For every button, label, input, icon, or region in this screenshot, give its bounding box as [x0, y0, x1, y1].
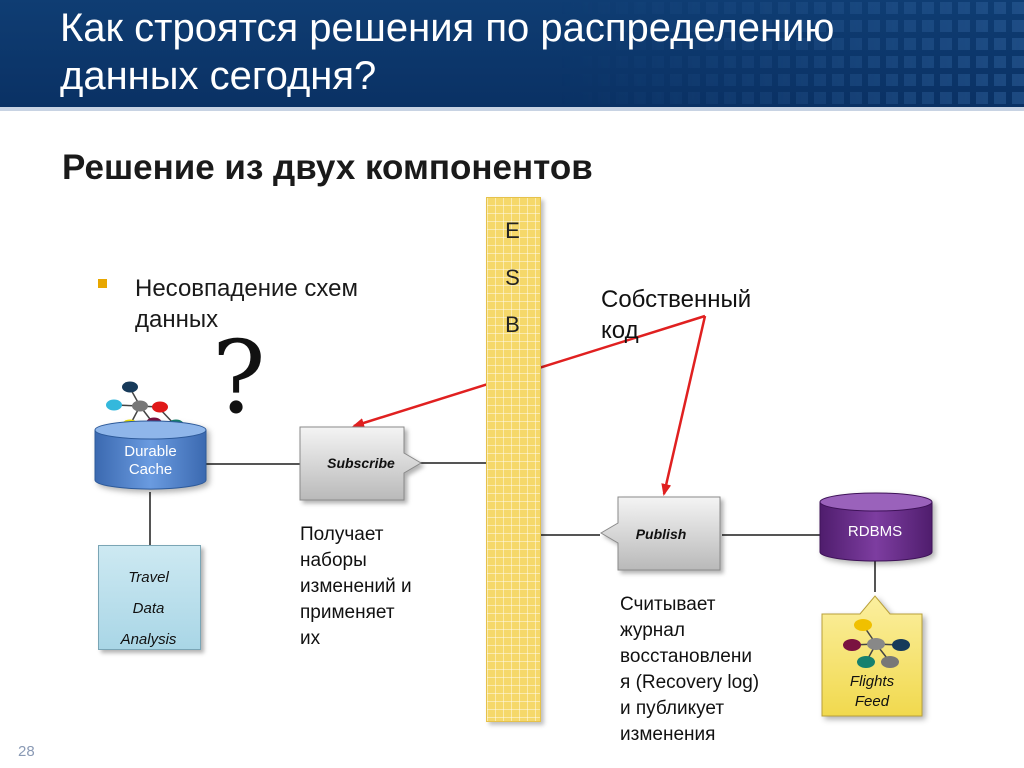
- publish-desc-line-6: изменения: [620, 724, 716, 745]
- title-bar: Как строятся решения по распределению да…: [0, 0, 1024, 107]
- bullet-marker: [98, 279, 107, 288]
- travel-line-1: Travel: [128, 569, 169, 586]
- custom-code-line-1: Собственный: [601, 286, 752, 313]
- flights-feed-box: [821, 595, 923, 717]
- rdbms-cylinder: [819, 492, 933, 562]
- publish-description: Считывает журнал восстановлени я (Recove…: [620, 592, 800, 748]
- travel-data-analysis-label: Travel Data Analysis: [98, 562, 199, 655]
- subscribe-label: Subscribe: [327, 455, 395, 471]
- rdbms-label: RDBMS: [847, 523, 903, 540]
- publish-desc-line-3: восстановлени: [620, 646, 752, 667]
- subscribe-desc-line-3: изменений и: [300, 576, 412, 597]
- durable-cache-cylinder: [94, 420, 207, 490]
- subscribe-desc-line-5: их: [300, 628, 321, 649]
- bullet-text: Несовпадение схем данных: [135, 273, 435, 335]
- subscribe-box: [299, 426, 422, 501]
- durable-cache-label: Durable Cache: [93, 443, 208, 479]
- publish-desc-line-2: журнал: [620, 620, 685, 641]
- flights-line-1: Flights: [849, 673, 895, 690]
- durable-cache-line-2: Cache: [128, 461, 173, 478]
- esb-bar: [486, 197, 541, 722]
- arrow-to-publish: [661, 315, 707, 496]
- custom-code-line-2: код: [601, 317, 639, 344]
- esb-letter-e: E: [505, 218, 520, 243]
- custom-code-label: Собственный код: [601, 284, 801, 346]
- esb-letter-s: S: [505, 265, 520, 290]
- publish-desc-line-1: Считывает: [620, 594, 716, 615]
- travel-line-2: Data: [132, 600, 165, 617]
- bullet-line-1: Несовпадение схем: [135, 275, 358, 302]
- title-rule: [0, 107, 1024, 111]
- title-pattern: [560, 0, 1024, 107]
- flights-feed-label: Flights Feed: [822, 672, 922, 712]
- flights-line-2: Feed: [854, 693, 890, 710]
- title-line-1: Как строятся решения по распределению: [60, 6, 835, 50]
- publish-desc-line-5: и публикует: [620, 698, 725, 719]
- travel-line-3: Analysis: [120, 631, 177, 648]
- esb-letter-b: B: [505, 312, 520, 337]
- slide-subtitle: Решение из двух компонентов: [62, 148, 593, 187]
- subscribe-description: Получает наборы изменений и применяет их: [300, 522, 460, 652]
- publish-label: Publish: [635, 526, 687, 542]
- page-number: 28: [18, 743, 35, 760]
- subscribe-desc-line-4: применяет: [300, 602, 395, 623]
- title-line-2: данных сегодня?: [60, 54, 377, 98]
- question-mark-icon: ?: [212, 319, 266, 436]
- publish-desc-line-4: я (Recovery log): [620, 672, 760, 693]
- subscribe-desc-line-2: наборы: [300, 550, 367, 571]
- publish-box: [600, 496, 721, 571]
- subscribe-desc-line-1: Получает: [300, 524, 384, 545]
- bullet-line-2: данных: [135, 306, 219, 333]
- slide-title: Как строятся решения по распределению да…: [60, 4, 960, 100]
- durable-cache-line-1: Durable: [124, 443, 177, 460]
- travel-data-analysis-box: [98, 545, 201, 650]
